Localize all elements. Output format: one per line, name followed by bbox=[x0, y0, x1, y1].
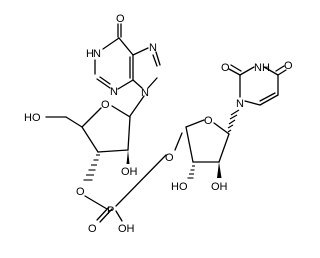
wedge-bond bbox=[126, 150, 130, 164]
label-O-hypox-carbonyl: O bbox=[116, 13, 125, 25]
label-HO-3prime-uridine: HO bbox=[171, 181, 188, 193]
label-O-ring-inosine: O bbox=[101, 99, 110, 111]
label-N1-uracil: N bbox=[236, 98, 244, 110]
label-OH-2prime-uridine: OH bbox=[211, 181, 228, 193]
phosphate-bonds bbox=[84, 154, 167, 223]
label-O-5prime-uridine: O bbox=[165, 152, 174, 164]
label-NH-uracil: NH bbox=[254, 62, 270, 74]
label-O4-uracil: O bbox=[284, 60, 293, 72]
label-N1-hypox: N bbox=[93, 48, 101, 60]
label-N9-hypox: N bbox=[141, 87, 149, 99]
structure-svg: O H N N N N HO O OH O P O OH O O HO OH N… bbox=[24, 13, 293, 235]
label-N7-hypox: N bbox=[149, 42, 157, 54]
inosine-ribose-bonds bbox=[45, 95, 145, 153]
label-O-ring-uridine: O bbox=[204, 115, 213, 127]
hashed-bond-3prime bbox=[83, 154, 100, 181]
hashed-bond-1prime-uridine bbox=[227, 109, 240, 133]
label-H-hypox: H bbox=[86, 48, 94, 60]
label-P: P bbox=[107, 205, 114, 217]
wedge-bond-2prime bbox=[217, 162, 222, 178]
hypoxanthine-bonds bbox=[94, 23, 161, 90]
uridine-ribose-bonds bbox=[174, 119, 230, 163]
atom-labels: O H N N N N HO O OH O P O OH O O HO OH N… bbox=[24, 13, 293, 235]
label-OH-2prime-inosine: OH bbox=[121, 166, 138, 178]
label-O2-uracil: O bbox=[221, 62, 230, 74]
label-HO-5prime-inosine: HO bbox=[24, 112, 41, 124]
uracil-bonds bbox=[228, 64, 287, 106]
label-N3-hypox: N bbox=[110, 86, 118, 98]
hashed-bond-3prime-uridine bbox=[187, 165, 195, 179]
label-OH-phosphate: OH bbox=[118, 223, 135, 235]
label-O-3prime-inosine: O bbox=[76, 186, 85, 198]
label-O-phosphoryl: O bbox=[88, 223, 97, 235]
molecule-diagram: O H N N N N HO O OH O P O OH O O HO OH N… bbox=[24, 13, 293, 235]
